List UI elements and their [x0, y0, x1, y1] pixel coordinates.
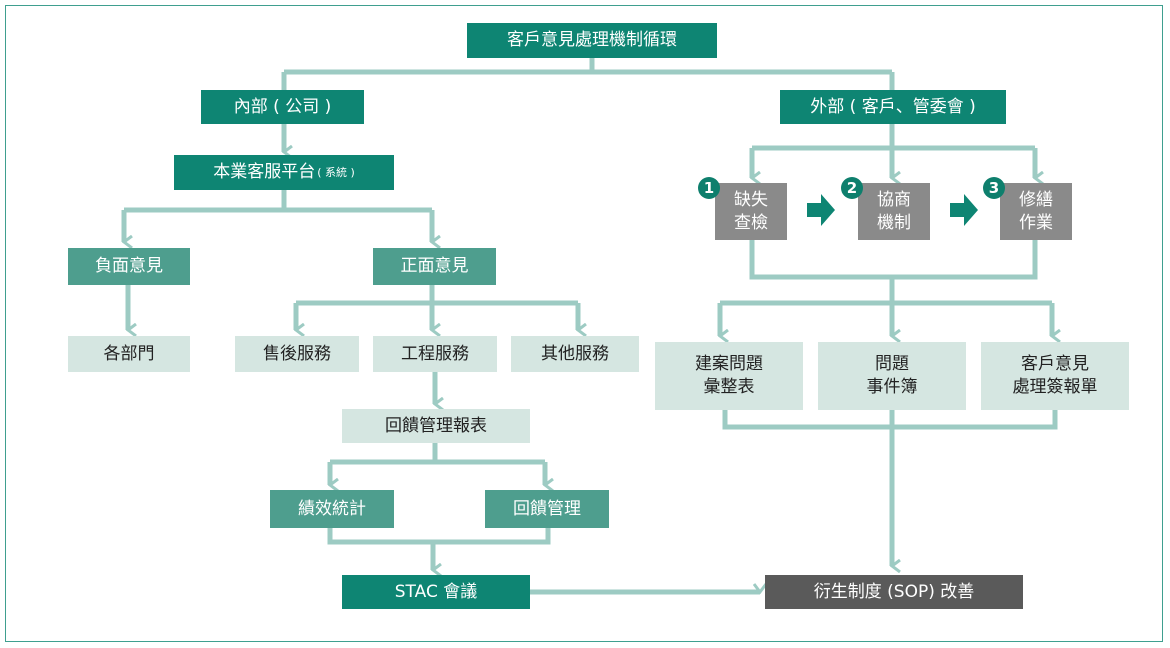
internal-label: 內部 ( 公司 ) [233, 96, 332, 117]
step-arrow-1 [807, 194, 835, 226]
positive-box: 正面意見 [373, 248, 496, 285]
diagram-frame [5, 5, 1163, 642]
output-box-1: 建案問題 彙整表 [655, 342, 803, 410]
report-label: 回饋管理報表 [385, 415, 487, 436]
platform-box: 本業客服平台 ( 系統 ) [174, 155, 394, 190]
step-line: 缺失 [734, 189, 768, 210]
service-label: 售後服務 [263, 343, 331, 364]
output-line: 問題 [875, 354, 909, 374]
step-text-3: 修繕 作業 [1000, 183, 1072, 240]
departments-label: 各部門 [103, 343, 155, 364]
platform-label: 本業客服平台 [213, 162, 316, 182]
title-text: 客戶意見處理機制循環 [507, 30, 677, 50]
step-box-1 [715, 183, 787, 240]
departments-box: 各部門 [68, 336, 190, 372]
meeting-label: STAC 會議 [394, 581, 478, 602]
step-line: 機制 [877, 212, 911, 233]
report-box: 回饋管理報表 [342, 409, 530, 443]
output-line: 事件簿 [866, 377, 918, 397]
step-number-1: 1 [698, 177, 720, 199]
performance-box: 績效統計 [270, 490, 394, 528]
title-box: 客戶意見處理機制循環 [467, 23, 717, 58]
feedback-management-box: 回饋管理 [485, 490, 609, 528]
step-box-3 [1000, 183, 1072, 240]
meeting-box: STAC 會議 [342, 575, 530, 609]
step-line: 作業 [1019, 212, 1053, 233]
step-line: 協商 [877, 189, 911, 210]
performance-label: 績效統計 [298, 498, 366, 519]
step-arrow-2 [950, 194, 978, 226]
service-engineering-box: 工程服務 [373, 336, 497, 372]
service-other-box: 其他服務 [511, 336, 639, 372]
service-after-sales-box: 售後服務 [235, 336, 359, 372]
step-number-2: 2 [841, 177, 863, 199]
step-box-2 [858, 183, 930, 240]
external-box: 外部 ( 客戶、管委會 ) [780, 90, 1006, 124]
external-label: 外部 ( 客戶、管委會 ) [810, 96, 976, 117]
output-line: 客戶意見 [1021, 354, 1089, 374]
negative-label: 負面意見 [95, 256, 163, 276]
feedback-management-label: 回饋管理 [513, 498, 581, 519]
step-text-1: 缺失 查檢 [715, 183, 787, 240]
output-line: 處理簽報單 [1012, 377, 1098, 397]
output-box-2: 問題 事件簿 [818, 342, 966, 410]
positive-label: 正面意見 [400, 256, 469, 276]
step-line: 修繕 [1019, 189, 1053, 210]
result-label: 衍生制度 (SOP) 改善 [813, 581, 975, 602]
output-box-3: 客戶意見 處理簽報單 [981, 342, 1129, 410]
service-label: 工程服務 [401, 343, 469, 364]
step-text-2: 協商 機制 [858, 183, 930, 240]
result-box: 衍生制度 (SOP) 改善 [765, 575, 1023, 609]
negative-box: 負面意見 [68, 248, 190, 285]
output-line: 建案問題 [695, 354, 763, 374]
step-number-3: 3 [983, 177, 1005, 199]
internal-box: 內部 ( 公司 ) [201, 90, 364, 124]
step-line: 查檢 [734, 212, 768, 233]
platform-suffix: ( 系統 ) [317, 166, 355, 179]
output-line: 彙整表 [703, 377, 755, 397]
service-label: 其他服務 [541, 343, 609, 364]
